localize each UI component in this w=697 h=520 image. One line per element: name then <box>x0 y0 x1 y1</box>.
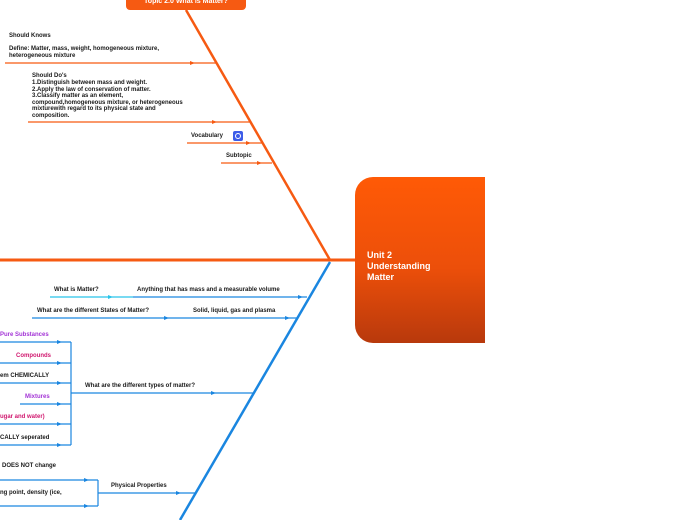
topic-node[interactable]: Topic 2.0 What is Matter? <box>126 0 246 10</box>
central-line1: Unit 2 <box>367 250 393 260</box>
type-pure-substances[interactable]: Pure Substances <box>0 332 49 338</box>
should-dos-line: 1.Distinguish between mass and weight. <box>32 80 148 86</box>
should-dos-line: 3.Classify matter as an element, <box>32 93 124 99</box>
type-mixtures[interactable]: Mixtures <box>25 394 50 400</box>
type-arrows <box>57 340 62 447</box>
should-dos-line: composition. <box>32 112 70 119</box>
q3-label[interactable]: What are the different types of matter? <box>85 383 196 389</box>
type-sugar-water[interactable]: ugar and water) <box>0 414 45 420</box>
prop-arrows <box>84 478 89 508</box>
should-knows-arrow <box>190 61 195 65</box>
a2-label[interactable]: Solid, liquid, gas and plasma <box>193 308 276 314</box>
search-icon[interactable] <box>233 131 243 141</box>
central-line3: Matter <box>367 272 395 282</box>
a1-arrow <box>298 295 303 299</box>
subtopic-arrow <box>257 161 262 165</box>
subtopic-label[interactable]: Subtopic <box>226 153 252 159</box>
type-compounds[interactable]: Compounds <box>16 353 51 359</box>
physical-properties-label[interactable]: Physical Properties <box>111 483 167 489</box>
type-chemically[interactable]: em CHEMICALLY <box>0 373 50 379</box>
should-knows-line1: Define: Matter, mass, weight, homogeneou… <box>9 46 160 52</box>
should-knows-line2: heterogeneous mixture <box>9 53 76 59</box>
q1-arrow <box>108 295 113 299</box>
prop-does-not-change[interactable]: DOES NOT change <box>2 463 57 469</box>
q2-arrow <box>164 316 169 320</box>
should-knows-title[interactable]: Should Knows <box>9 33 51 39</box>
central-topic-node[interactable] <box>355 177 485 343</box>
physical-arrow <box>176 491 181 495</box>
should-dos-title[interactable]: Should Do's <box>32 73 67 79</box>
should-dos-arrow <box>212 120 217 124</box>
should-dos-line: 2.Apply the law of conservation of matte… <box>32 86 151 93</box>
type-separated[interactable]: CALLY seperated <box>0 435 50 441</box>
q3-arrow <box>211 391 216 395</box>
prop-lines <box>0 479 98 507</box>
topic-branch-line <box>184 9 332 261</box>
vocabulary-arrow <box>246 141 251 145</box>
q1-label[interactable]: What is Matter? <box>54 287 99 293</box>
central-line2: Understanding <box>367 261 431 271</box>
a2-arrow <box>285 316 290 320</box>
should-dos-line: mixturewith regard to its physical state… <box>32 106 156 112</box>
vocabulary-label[interactable]: Vocabulary <box>191 133 223 139</box>
central-topic-label: Unit 2 Understanding Matter <box>367 250 431 283</box>
a1-label[interactable]: Anything that has mass and a measurable … <box>137 287 280 293</box>
q2-label[interactable]: What are the different States of Matter? <box>37 308 150 314</box>
lower-branch-line <box>178 261 332 520</box>
prop-density[interactable]: ng point, density (ice, <box>0 490 62 496</box>
should-dos-line: compound,homogeneous mixture, or heterog… <box>32 99 183 106</box>
